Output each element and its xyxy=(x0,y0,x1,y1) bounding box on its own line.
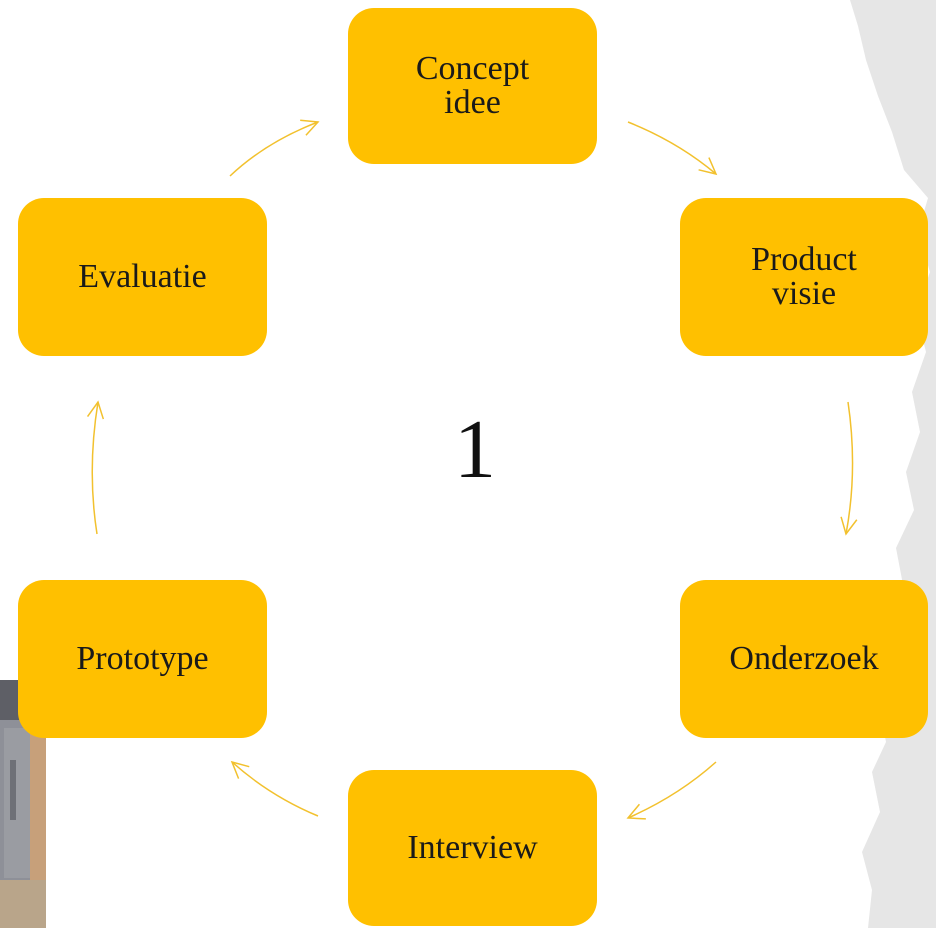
node-prototype-label: Prototype xyxy=(76,640,209,677)
node-interview-label: Interview xyxy=(407,829,538,866)
node-concept-idee: Concept idee xyxy=(348,8,597,164)
node-onderzoek-label: Onderzoek xyxy=(729,640,879,677)
node-evaluatie: Evaluatie xyxy=(18,198,267,356)
node-evaluatie-label: Evaluatie xyxy=(78,258,207,295)
center-label: 1 xyxy=(454,403,496,496)
node-concept-idee-line-2: idee xyxy=(444,84,501,121)
node-onderzoek: Onderzoek xyxy=(680,580,928,738)
node-product-visie-line-1: Product xyxy=(751,241,857,278)
node-prototype: Prototype xyxy=(18,580,267,738)
node-product-visie-line-2: visie xyxy=(771,275,837,312)
node-concept-idee-line-1: Concept xyxy=(415,50,530,87)
torn-paper-edge xyxy=(850,0,936,928)
node-product-visie: Product visie xyxy=(680,198,928,356)
node-interview: Interview xyxy=(348,770,597,926)
